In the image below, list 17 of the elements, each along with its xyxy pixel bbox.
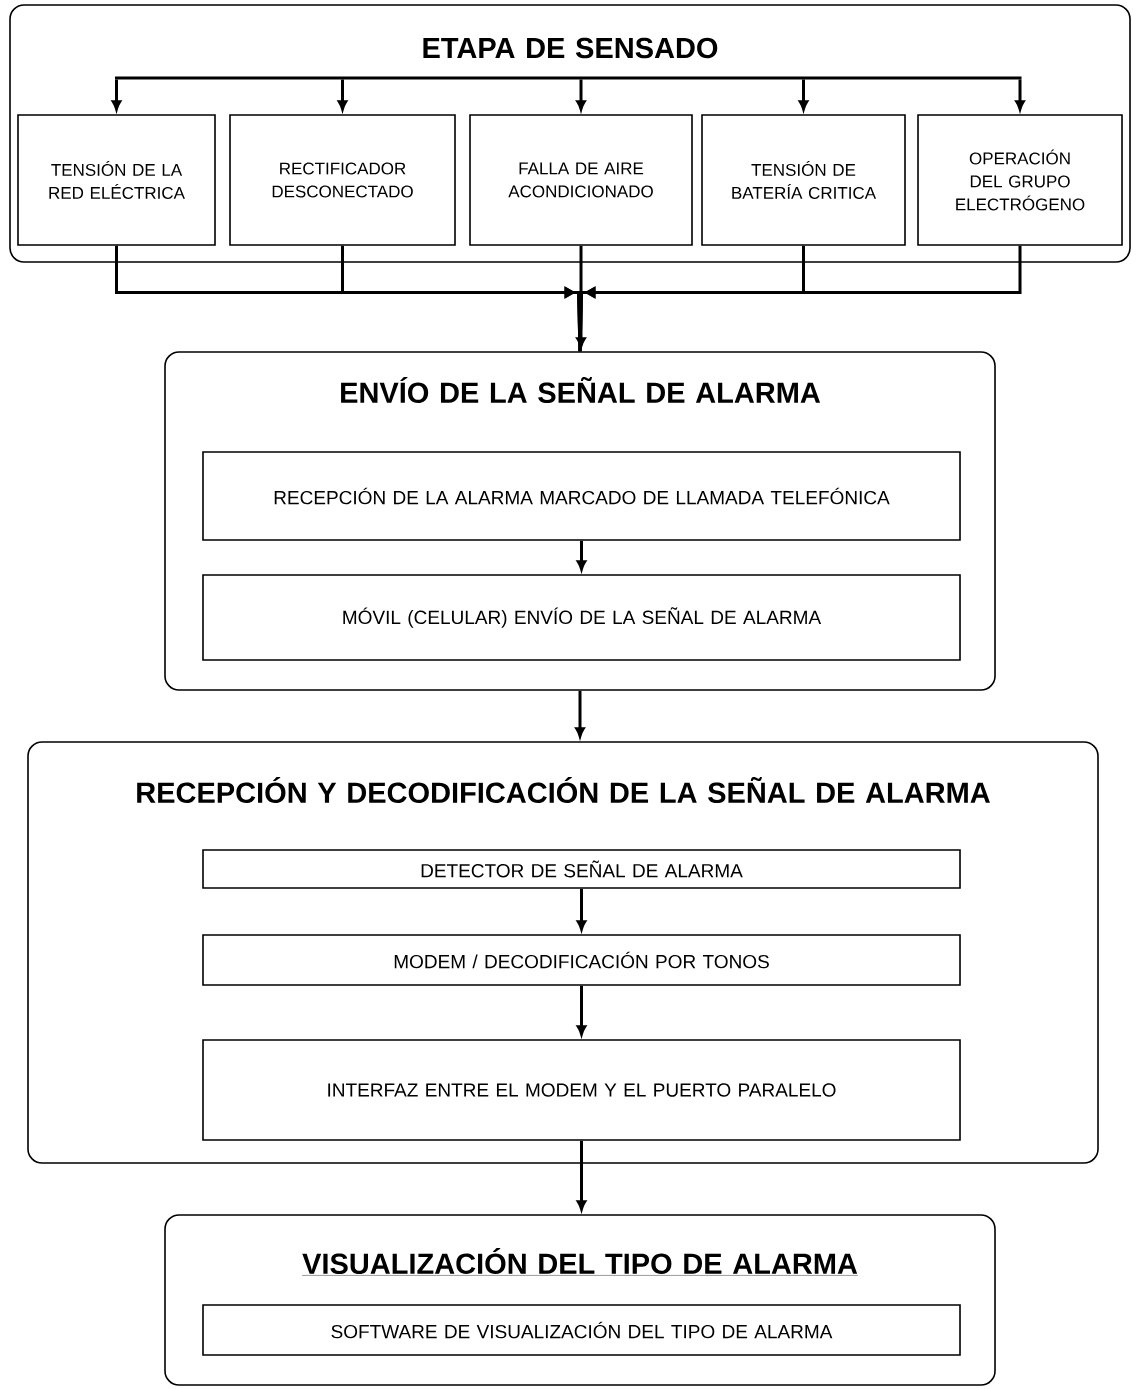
arrow [578,245,1022,352]
arrow [576,79,586,111]
arrow [576,245,586,348]
arrow [1015,79,1025,111]
process-box: RECTIFICADOR DESCONECTADO [229,114,456,246]
process-box: DETECTOR DE SEÑAL DE ALARMA [202,849,961,889]
process-box: MODEM / DECODIFICACIÓN POR TONOS [202,934,961,986]
process-box: MÓVIL (CELULAR) ENVÍO DE LA SEÑAL DE ALARMA [202,574,961,661]
arrow [341,245,582,352]
process-box: SOFTWARE DE VISUALIZACIÓN DEL TIPO DE ALARMA [202,1304,961,1356]
process-box: FALLA DE AIRE ACONDICIONADO [469,114,693,246]
arrow [575,690,585,738]
process-box: TENSIÓN DE BATERÍA CRITICA [701,114,906,246]
process-box: OPERACIÓN DEL GRUPO ELECTRÓGENO [917,114,1123,246]
process-box: INTERFAZ ENTRE EL MODEM Y EL PUERTO PARALELO [202,1039,961,1141]
process-box: TENSIÓN DE LA RED ELÉCTRICA [17,114,216,246]
process-box: RECEPCIÓN DE LA ALARMA MARCADO DE LLAMADA TELEFÓNICA [202,451,961,541]
